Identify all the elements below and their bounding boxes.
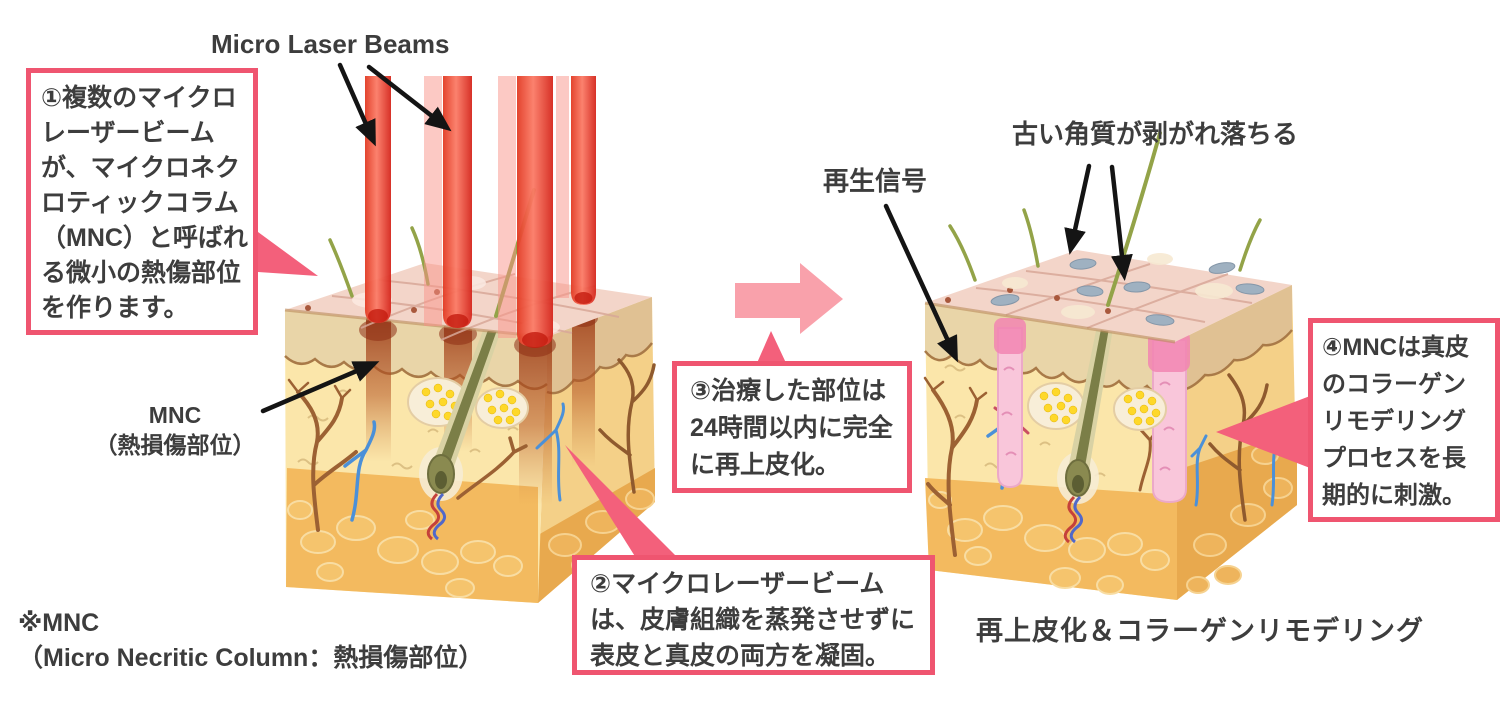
label-micro-laser-beams: Micro Laser Beams [211,29,450,59]
blood-vessels [287,358,656,532]
surface-highlights [1002,253,1233,319]
annotation-arrows [260,62,1133,414]
callout-step-2: ②マイクロレーザービーム は、皮膚組織を蒸発させずに 表皮と真皮の両方を凝固。 [572,555,935,675]
callout-step-1: ①複数のマイクロ レーザービーム が、マイクロネク ロティックコラム （MNC）… [26,68,258,335]
callout1-pointer [258,232,318,276]
fat-cells [287,500,523,598]
callout4-pointer [1216,396,1310,468]
label-result-caption: 再上皮化＆コラーゲンリモデリング [976,616,1424,646]
label-regeneration-signal: 再生信号 [823,166,928,196]
left-skin-block [284,76,656,603]
label-old-keratin: 古い角質が剥がれ落ちる [1012,119,1299,149]
keratin-flakes [990,258,1265,326]
callout3-pointer [757,331,786,363]
label-mnc: MNC （熱損傷部位） [94,402,256,458]
keratin-label-arrow-2 [1109,164,1133,281]
hair-follicle [407,312,529,541]
flow-and-pointers [258,232,1310,558]
right-skin-block [923,131,1297,600]
hair-follicle [1027,301,1167,544]
laser-label-arrow-2 [366,64,452,132]
callout-step-4: ④MNCは真皮 のコラーゲン リモデリング プロセスを長 期的に刺激。 [1308,318,1500,522]
callout2-pointer [565,445,678,558]
hairs [948,131,1262,307]
fat-cells [928,491,1170,595]
flow-arrow-icon [735,263,843,334]
laser-label-arrow-1 [337,62,376,147]
keratin-label-arrow-1 [1064,163,1092,255]
mnc-label-arrow [260,361,380,414]
callout-step-3: ③治療した部位は 24時間以内に完全 に再上皮化。 [672,361,912,493]
footnote-mnc-definition: ※MNC （Micro Necritic Column：熱損傷部位） [18,609,484,672]
laser-beams [365,76,596,348]
regen-label-arrow [883,203,958,363]
